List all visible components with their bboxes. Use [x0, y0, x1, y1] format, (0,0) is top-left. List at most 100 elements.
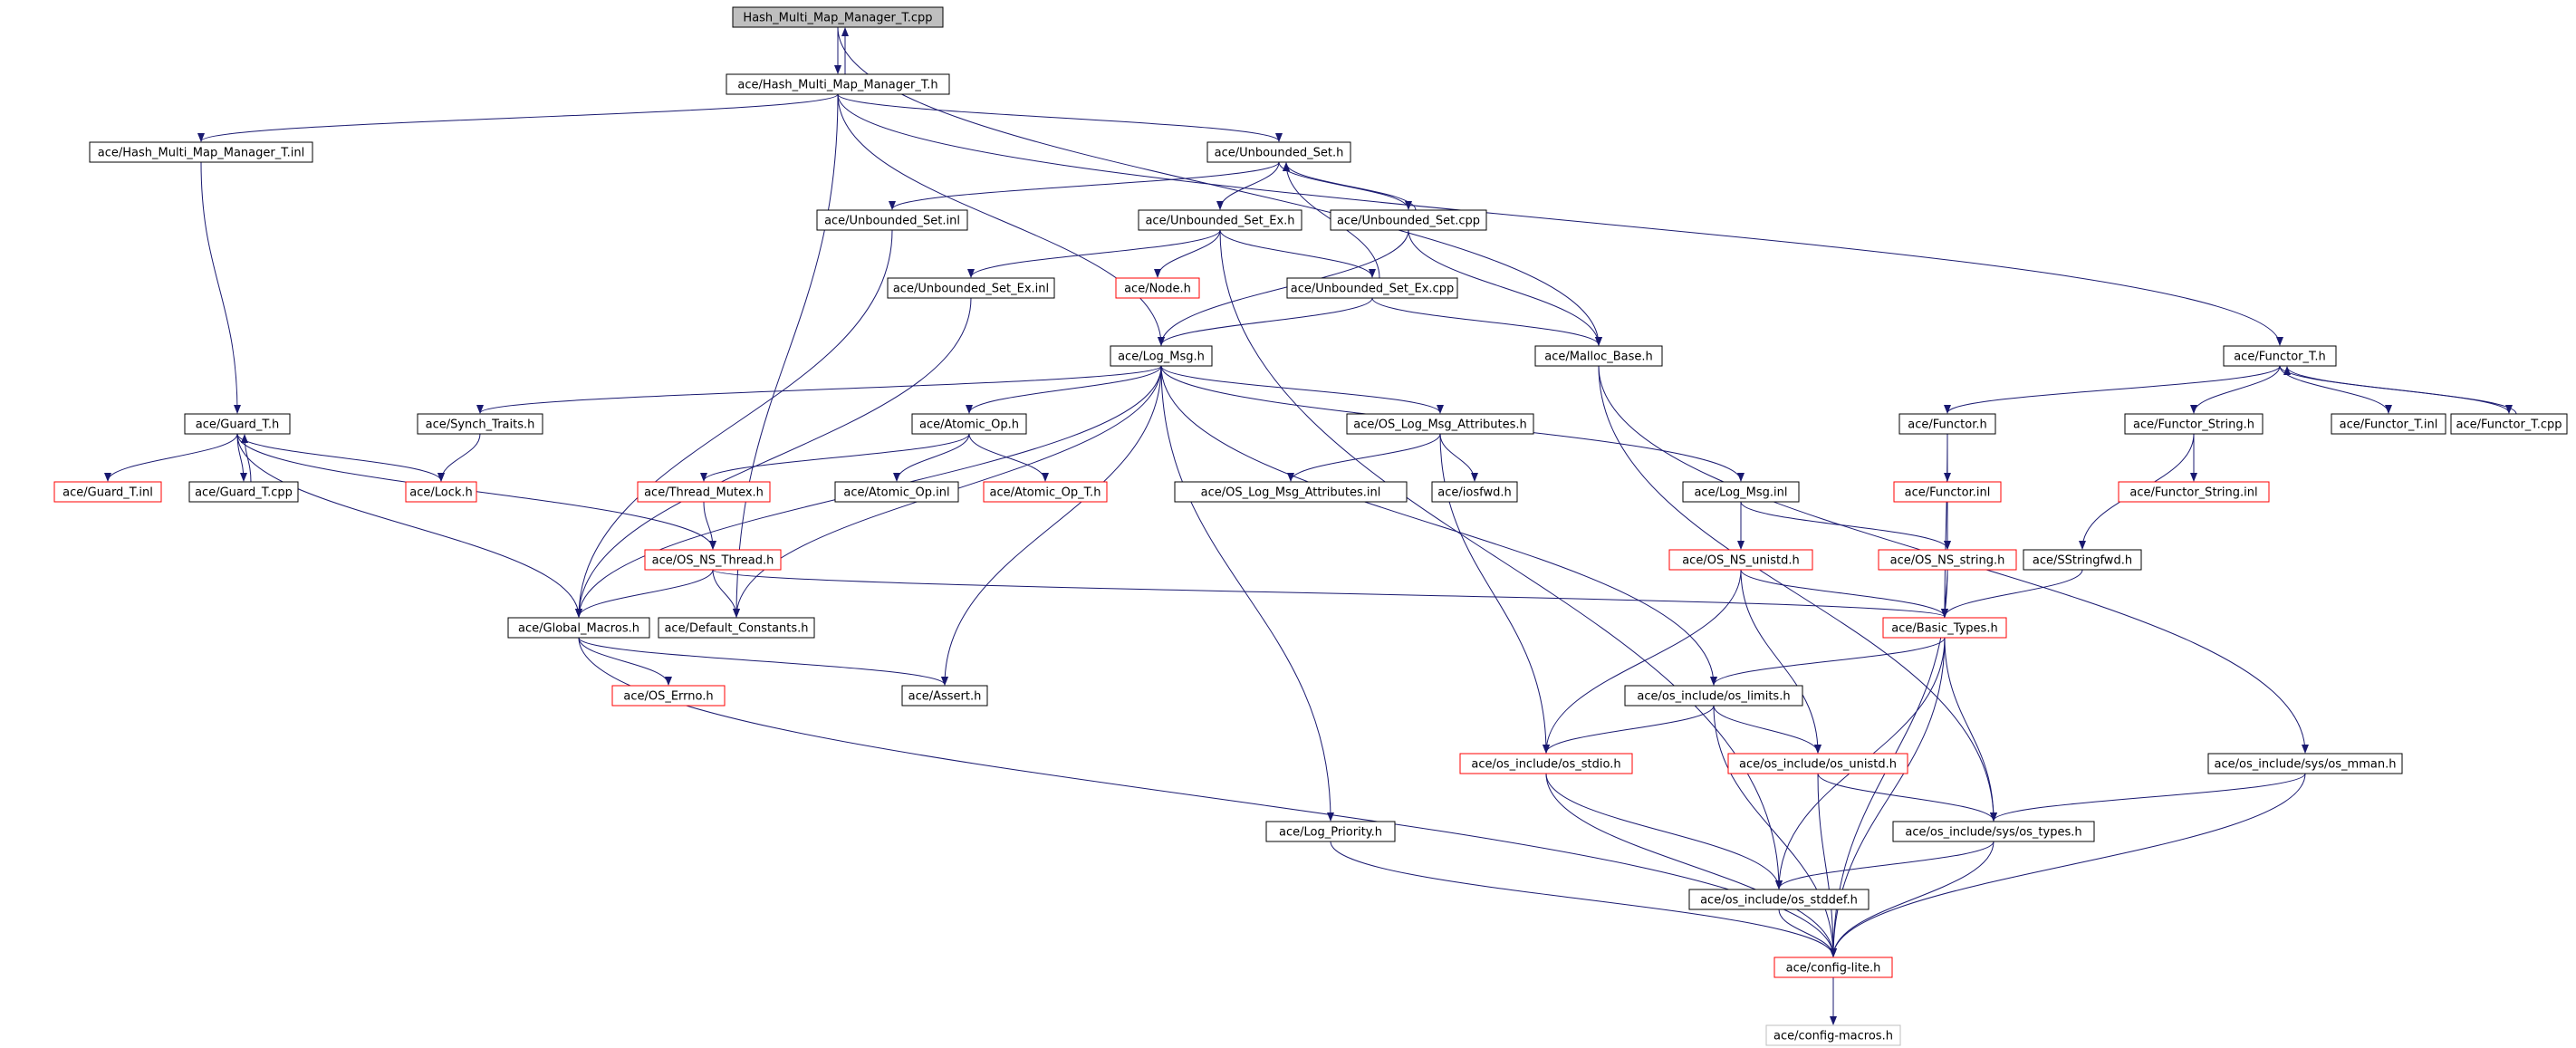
node-oslogattr_h[interactable]: ace/OS_Log_Msg_Attributes.h [1346, 413, 1534, 435]
node-configmac_h[interactable]: ace/config-macros.h [1765, 1024, 1901, 1046]
node-box [2124, 413, 2264, 435]
node-box [637, 481, 771, 503]
edge-guard_h-to-globalmac_h [236, 433, 582, 618]
node-label: ace/Functor_T.inl [2340, 418, 2438, 432]
edge-osstdio_h-to-osstddef_h [1545, 773, 1783, 889]
edge-hmm_h-to-defconst_h [733, 93, 839, 618]
node-iosfwd_h[interactable]: ace/iosfwd.h [1431, 481, 1518, 503]
node-box [1115, 277, 1200, 299]
edge-osnsthread_h-to-basictypes_h [712, 569, 1948, 618]
node-label: ace/os_include/os_stdio.h [1471, 758, 1620, 772]
node-box [1110, 345, 1213, 367]
node-usetex_inl[interactable]: ace/Unbounded_Set_Ex.inl [887, 277, 1055, 299]
node-label: ace/Basic_Types.h [1891, 622, 1997, 636]
node-label: ace/Functor_String.h [2133, 418, 2254, 432]
node-atomic_t_h[interactable]: ace/Atomic_Op_T.h [983, 481, 1108, 503]
node-node_h[interactable]: ace/Node.h [1115, 277, 1200, 299]
node-oslimits_h[interactable]: ace/os_include/os_limits.h [1624, 685, 1803, 707]
node-label: ace/Unbounded_Set.cpp [1337, 215, 1480, 228]
node-hmm_inl[interactable]: ace/Hash_Multi_Map_Manager_T.inl [89, 141, 313, 163]
node-osnsunistd_h[interactable]: ace/OS_NS_unistd.h [1668, 549, 1813, 571]
node-logmsg_h[interactable]: ace/Log_Msg.h [1110, 345, 1213, 367]
node-usetex_cpp[interactable]: ace/Unbounded_Set_Ex.cpp [1286, 277, 1458, 299]
node-label: ace/OS_Log_Msg_Attributes.h [1353, 418, 1526, 432]
node-label: ace/os_include/os_stddef.h [1700, 894, 1858, 908]
node-functor_str_h[interactable]: ace/Functor_String.h [2124, 413, 2264, 435]
node-osstddef_h[interactable]: ace/os_include/os_stddef.h [1688, 889, 1870, 910]
node-label: ace/Hash_Multi_Map_Manager_T.inl [98, 147, 304, 160]
node-oslogattr_inl[interactable]: ace/OS_Log_Msg_Attributes.inl [1174, 481, 1408, 503]
node-functor_t_cpp[interactable]: ace/Functor_T.cpp [2450, 413, 2568, 435]
node-defconst_h[interactable]: ace/Default_Constants.h [658, 617, 815, 639]
node-label: ace/config-macros.h [1773, 1030, 1893, 1043]
edge-hmm_inl-to-guard_h [200, 161, 241, 414]
node-box [2223, 345, 2337, 367]
edge-logmsg_h-to-logprio_h [1160, 365, 1334, 822]
node-configlite_h[interactable]: ace/config-lite.h [1773, 957, 1893, 978]
node-functor_inl[interactable]: ace/Functor.inl [1893, 481, 2002, 503]
node-osnsthread_h[interactable]: ace/OS_NS_Thread.h [644, 549, 782, 571]
node-logprio_h[interactable]: ace/Log_Priority.h [1265, 821, 1396, 842]
edge-osstdio_h-to-configlite_h [1545, 773, 1837, 957]
node-label: ace/Guard_T.h [196, 418, 279, 432]
node-guard_h[interactable]: ace/Guard_T.h [184, 413, 291, 435]
node-functor_str_inl[interactable]: ace/Functor_String.inl [2118, 481, 2270, 503]
node-label: ace/os_include/os_unistd.h [1739, 758, 1897, 772]
edge-oslogattr_h-to-iosfwd_h [1439, 433, 1478, 482]
node-box [887, 277, 1055, 299]
node-osunistd_h[interactable]: ace/os_include/os_unistd.h [1727, 753, 1908, 774]
node-label: ace/Functor_T.cpp [2456, 418, 2562, 432]
edge-logmsg_h-to-oslogattr_h [1160, 365, 1444, 414]
node-label: ace/Synch_Traits.h [426, 418, 535, 432]
node-box [1682, 481, 1800, 503]
node-functor_h[interactable]: ace/Functor.h [1898, 413, 1996, 435]
node-usetex_h[interactable]: ace/Unbounded_Set_Ex.h [1138, 209, 1302, 231]
node-label: ace/iosfwd.h [1437, 486, 1511, 500]
node-uset_h[interactable]: ace/Unbounded_Set.h [1206, 141, 1351, 163]
node-basictypes_h[interactable]: ace/Basic_Types.h [1882, 617, 2007, 639]
edge-usetex_cpp-to-logmsg_h [1158, 297, 1373, 346]
node-functor_t_h[interactable]: ace/Functor_T.h [2223, 345, 2337, 367]
node-hmm_h[interactable]: ace/Hash_Multi_Map_Manager_T.h [726, 73, 950, 95]
node-malloc_h[interactable]: ace/Malloc_Base.h [1534, 345, 1663, 367]
node-synch_h[interactable]: ace/Synch_Traits.h [417, 413, 543, 435]
node-box [901, 685, 988, 707]
node-box [1174, 481, 1408, 503]
node-label: ace/Malloc_Base.h [1544, 351, 1653, 364]
node-assert_h[interactable]: ace/Assert.h [901, 685, 988, 707]
node-uset_cpp[interactable]: ace/Unbounded_Set.cpp [1330, 209, 1487, 231]
node-functor_t_inl[interactable]: ace/Functor_T.inl [2331, 413, 2446, 435]
node-atomic_inl[interactable]: ace/Atomic_Op.inl [834, 481, 959, 503]
edge-osnsthread_h-to-globalmac_h [575, 569, 714, 618]
node-label: Hash_Multi_Map_Manager_T.cpp [743, 12, 932, 25]
node-guard_inl[interactable]: ace/Guard_T.inl [53, 481, 162, 503]
edge-basictypes_h-to-ostypes_h [1944, 637, 1997, 822]
node-box [2450, 413, 2568, 435]
node-box [1878, 549, 2017, 571]
edge-hmm_h-to-hmm_inl [197, 93, 839, 142]
node-lock_h[interactable]: ace/Lock.h [405, 481, 477, 503]
node-box [184, 413, 291, 435]
node-label: ace/OS_NS_string.h [1890, 554, 2005, 568]
node-atomic_h[interactable]: ace/Atomic_Op.h [911, 413, 1027, 435]
node-oserrno_h[interactable]: ace/OS_Errno.h [611, 685, 726, 707]
edge-basictypes_h-to-oslimits_h [1710, 637, 1946, 686]
edge-thmutex_h-to-osnsthread_h [703, 501, 716, 550]
node-osstdio_h[interactable]: ace/os_include/os_stdio.h [1459, 753, 1633, 774]
node-thmutex_h[interactable]: ace/Thread_Mutex.h [637, 481, 771, 503]
edge-uset_h-to-uset_cpp [1278, 161, 1412, 210]
node-sstringfwd_h[interactable]: ace/SStringfwd.h [2023, 549, 2142, 571]
node-osnsstring_h[interactable]: ace/OS_NS_string.h [1878, 549, 2017, 571]
node-guard_cpp[interactable]: ace/Guard_T.cpp [188, 481, 299, 503]
node-label: ace/Log_Msg.h [1118, 351, 1205, 364]
node-osmman_h[interactable]: ace/os_include/sys/os_mman.h [2207, 753, 2403, 774]
node-box [726, 73, 950, 95]
node-logmsg_inl[interactable]: ace/Log_Msg.inl [1682, 481, 1800, 503]
node-label: ace/os_include/sys/os_mman.h [2215, 758, 2397, 772]
node-hmm_cpp[interactable]: Hash_Multi_Map_Manager_T.cpp [732, 6, 944, 28]
node-uset_inl[interactable]: ace/Unbounded_Set.inl [816, 209, 968, 231]
node-ostypes_h[interactable]: ace/os_include/sys/os_types.h [1892, 821, 2095, 842]
node-label: ace/OS_NS_Thread.h [652, 554, 774, 568]
edge-functor_h-to-basictypes_h [1941, 433, 1949, 618]
node-globalmac_h[interactable]: ace/Global_Macros.h [507, 617, 650, 639]
